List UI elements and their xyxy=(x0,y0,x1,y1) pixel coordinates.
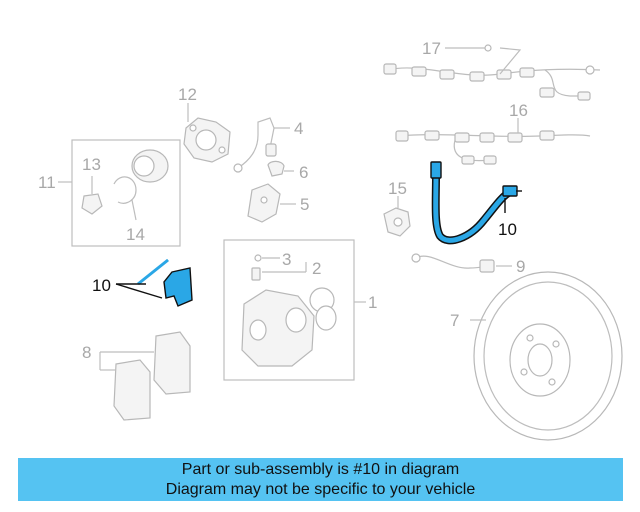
part-15-abs-sensor[interactable] xyxy=(383,196,411,237)
part-12-wheel-hub[interactable] xyxy=(183,103,231,163)
callout-10-hardware: 10 xyxy=(92,276,111,295)
part-4-brake-line[interactable] xyxy=(233,117,290,173)
part-10-hardware-kit[interactable] xyxy=(115,258,193,307)
callout-4: 4 xyxy=(294,119,303,138)
part-1-caliper-assembly[interactable] xyxy=(223,239,366,381)
banner-line-2: Diagram may not be specific to your vehi… xyxy=(165,481,476,498)
part-11-bearing-kit[interactable] xyxy=(58,139,181,247)
callout-17: 17 xyxy=(422,39,441,58)
part-10-brake-hose[interactable] xyxy=(430,161,522,245)
part-6-clip[interactable] xyxy=(267,160,294,177)
banner-line-1: Part or sub-assembly is #10 in diagram xyxy=(181,461,460,478)
callout-11: 11 xyxy=(38,173,56,192)
callout-9: 9 xyxy=(516,257,525,276)
callout-16: 16 xyxy=(509,101,528,120)
info-banner: Part or sub-assembly is #10 in diagram D… xyxy=(18,458,623,501)
part-2-3-bleeder-screws[interactable] xyxy=(251,254,307,281)
callout-8: 8 xyxy=(82,343,91,362)
callout-13: 13 xyxy=(82,155,101,174)
callout-12: 12 xyxy=(178,85,197,104)
callout-1: 1 xyxy=(368,293,377,312)
part-9-sensor-wire[interactable] xyxy=(411,253,512,273)
part-17-wear-sensor-wire[interactable] xyxy=(383,44,601,101)
callout-6: 6 xyxy=(299,163,308,182)
callout-3: 3 xyxy=(282,250,291,269)
callout-5: 5 xyxy=(300,195,309,214)
part-16-wear-sensor-wire[interactable] xyxy=(395,118,591,165)
part-8-brake-pads[interactable] xyxy=(99,331,191,421)
part-7-brake-rotor[interactable] xyxy=(470,271,623,441)
callout-2: 2 xyxy=(312,259,321,278)
part-5-bracket[interactable] xyxy=(247,183,296,223)
callout-10-hose: 10 xyxy=(498,220,517,239)
callout-14: 14 xyxy=(126,225,145,244)
callout-7: 7 xyxy=(450,311,459,330)
callout-15: 15 xyxy=(388,179,407,198)
